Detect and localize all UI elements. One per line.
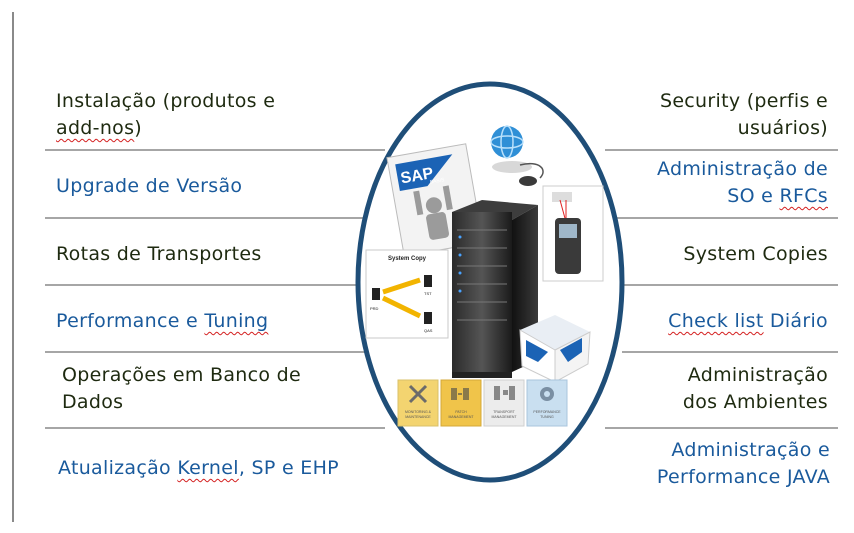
divider [605,427,838,429]
svg-text:MAINTENANCE: MAINTENANCE [405,415,431,419]
svg-text:MANAGEMENT: MANAGEMENT [491,415,517,419]
divider [605,149,838,151]
svg-text:PERFORMANCE: PERFORMANCE [533,410,561,414]
right-item-checklist: Check list Diário [668,310,828,332]
left-item-rotas: Rotas de Transportes [56,243,262,265]
tile-performance [526,379,568,427]
left-item-instalacao: Instalação (produtos e add-nos) [56,90,276,139]
divider [615,217,838,219]
divider [622,351,838,353]
left-item-performance: Performance e Tuning [56,310,269,332]
tile-patch [440,379,482,427]
left-item-upgrade: Upgrade de Versão [56,175,243,197]
right-item-security: Security (perfis e usuários) [659,90,828,139]
sap-cube-icon [519,315,591,383]
left-item-operacoes: Operações em Banco de Dados [62,364,301,413]
divider [45,284,365,286]
divider [45,149,385,151]
system-copy-card: System Copy PRD TST QAS [365,249,449,339]
sap-logo-text: SAP [399,165,435,188]
wrench-screwdriver-icon [408,384,428,404]
globe-mouse-icon [490,125,544,186]
right-item-java: Administração e Performance JAVA [656,439,830,488]
svg-text:System Copy: System Copy [388,256,427,262]
right-item-system-copies: System Copies [683,243,828,265]
right-item-ambientes: Administração dos Ambientes [682,364,828,413]
patch-icon [451,388,469,400]
divider [45,217,375,219]
svg-text:BASIS: BASIS [429,177,445,186]
tile-monitoring [397,379,439,427]
divider [45,427,385,429]
svg-text:PATCH: PATCH [455,410,467,414]
svg-text:TST: TST [424,291,432,296]
svg-text:TRANSPORT: TRANSPORT [493,410,515,414]
svg-text:MONITORING &: MONITORING & [405,410,432,414]
right-item-administracao-so: Administração de SO e RFCs [657,158,828,207]
divider [45,351,370,353]
svg-text:PRD: PRD [370,306,379,311]
barcode-scanner-card [542,185,604,282]
gear-icon [540,387,554,401]
svg-text:TUNING: TUNING [540,415,554,419]
transport-icon [494,386,515,400]
svg-text:QAS: QAS [424,328,433,333]
divider [622,284,838,286]
tiles-strip: MONITORING & MAINTENANCE PATCH MANAGEMEN… [397,379,568,427]
left-vertical-rule [12,12,14,522]
left-item-atualizacao: Atualização Kernel, SP e EHP [58,457,339,479]
tile-transport [483,379,525,427]
server-rack-icon [452,200,538,378]
svg-text:MANAGEMENT: MANAGEMENT [448,415,474,419]
